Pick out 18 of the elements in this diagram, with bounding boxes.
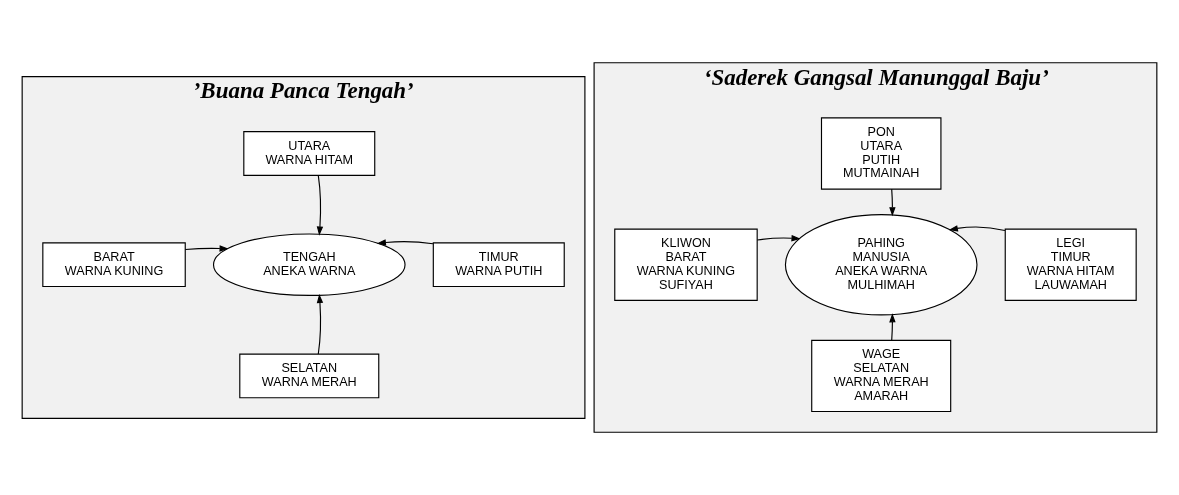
node-box: UTARA WARNA HITAM xyxy=(243,131,376,176)
node-ellipse: TENGAH ANEKA WARNA xyxy=(212,233,406,296)
node-box: WAGE SELATAN WARNA MERAH AMARAH xyxy=(811,339,952,413)
node-ellipse: PAHING MANUSIA ANEKA WARNA MULHIMAH xyxy=(784,214,978,316)
arrow xyxy=(184,245,229,252)
node-box: SELATAN WARNA MERAH xyxy=(239,353,380,399)
arrow xyxy=(376,239,434,246)
arrow xyxy=(889,313,896,341)
arrow xyxy=(889,188,896,217)
arrow xyxy=(948,225,1006,232)
arrow xyxy=(756,234,801,242)
node-box: TIMUR WARNA PUTIH xyxy=(432,242,565,288)
node-box: KLIWON BARAT WARNA KUNING SUFIYAH xyxy=(614,228,758,301)
node-box: PON UTARA PUTIH MUTMAINAH xyxy=(820,117,942,190)
arrow xyxy=(316,293,324,355)
arrow xyxy=(316,175,324,236)
node-box: BARAT WARNA KUNING xyxy=(42,242,186,288)
node-box: LEGI TIMUR WARNA HITAM LAUWAMAH xyxy=(1004,228,1137,301)
